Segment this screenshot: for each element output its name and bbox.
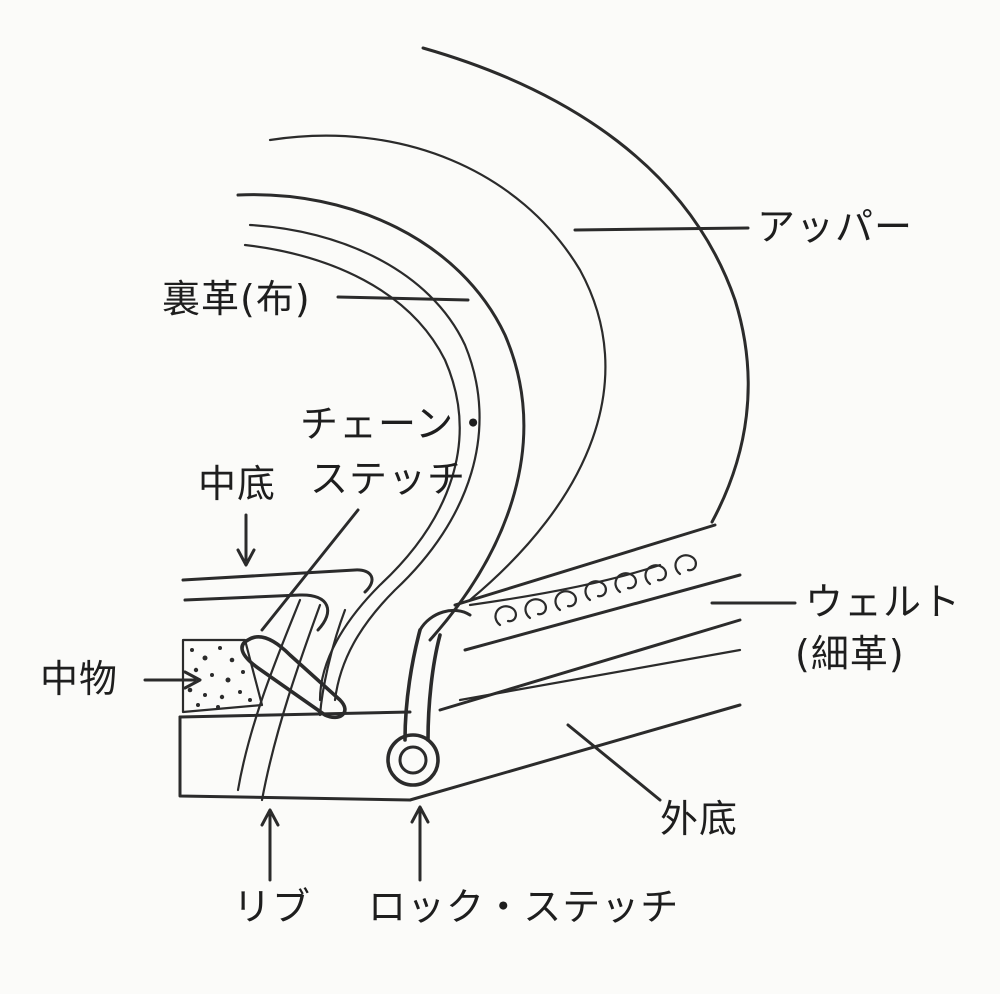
outsole-slab [178,618,742,802]
upper-layer [268,46,750,602]
label-chain-stitch-line2: ステッチ [310,457,467,501]
label-rib: リブ [233,885,312,929]
leader-outsole [566,723,662,802]
arrow-rib-head [260,808,280,827]
rib-layer [236,598,347,802]
arrow-filler-head [183,670,202,690]
leader-upper [573,226,750,232]
label-upper: アッパー [757,205,914,249]
lining-layer [236,193,526,702]
label-lock-stitch: ロック・ステッチ [368,885,680,929]
label-welt-line2: (細革) [795,632,905,676]
arrow-lock-stitch-head [410,805,430,824]
label-insole: 中底 [198,462,277,506]
label-chain-stitch-line1: チェーン・ [300,402,494,446]
welt-strip [453,523,742,652]
leader-chain-stitch [260,508,360,632]
leader-lines [143,226,797,882]
lock-stitch-thread [386,608,472,787]
label-welt-line1: ウェルト [805,580,962,624]
label-filler: 中物 [40,657,119,701]
leader-lining [336,295,470,302]
filler-cork [181,638,264,714]
label-outsole: 外底 [660,797,739,841]
arrow-insole-head [236,548,256,567]
insole-layer [181,568,374,632]
label-lining: 裏革(布) [162,277,311,321]
